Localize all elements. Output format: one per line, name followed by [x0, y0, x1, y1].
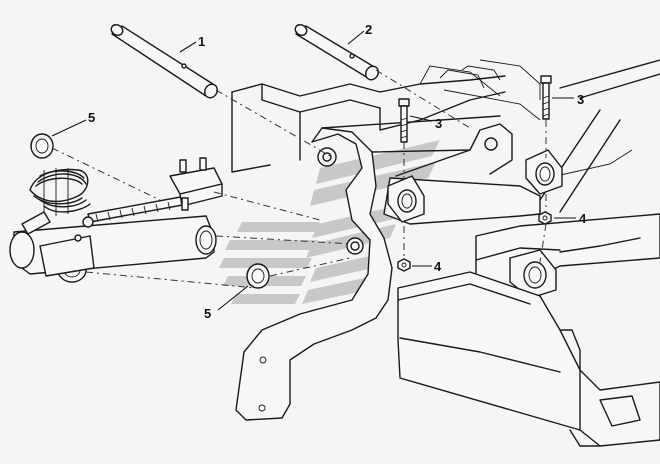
callout-1: 1: [198, 34, 205, 49]
bolt-center: [398, 98, 410, 143]
callout-3-center: 3: [435, 116, 442, 131]
hydraulic-cylinder-assembly: [9, 157, 223, 283]
bushing-upper: [30, 133, 54, 159]
nut-center: [397, 258, 411, 272]
loader-frame: [231, 59, 660, 447]
pin-right: [294, 24, 379, 81]
callout-4-center: 4: [434, 259, 442, 274]
bolt-right: [540, 75, 552, 120]
callout-3-right: 3: [577, 92, 584, 107]
leader-lines: [51, 30, 576, 311]
nut-right: [538, 211, 552, 225]
bushing-lower: [246, 263, 270, 289]
callout-5-upper: 5: [88, 110, 95, 125]
callout-labels: 1 2 3 3 4 4 5 5: [88, 22, 587, 321]
callout-4-right: 4: [579, 211, 587, 226]
alignment-lines: [51, 69, 547, 289]
callout-5-lower: 5: [204, 306, 211, 321]
callout-2: 2: [365, 22, 372, 37]
pin-left: [110, 24, 218, 99]
